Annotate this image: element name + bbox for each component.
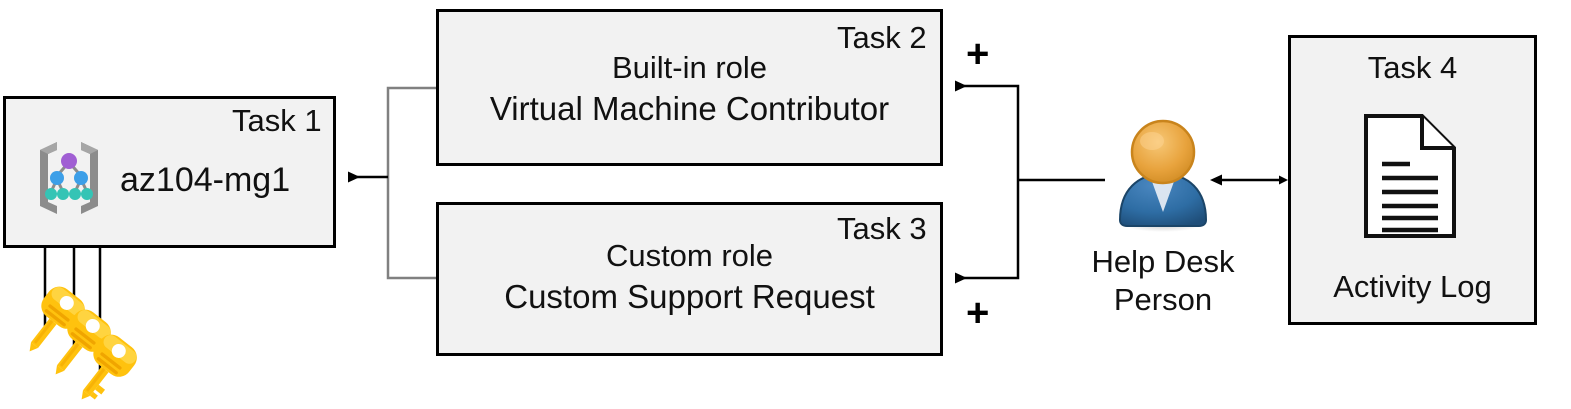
task1-badge: Task 1 [232,103,322,138]
task2-line2: Virtual Machine Contributor [489,90,890,127]
plus-bottom-icon: + [966,291,990,335]
task4-label: Activity Log [1333,269,1492,304]
task3-box[interactable] [436,202,943,356]
task2-box[interactable] [436,9,943,166]
task3-line2: Custom Support Request [504,278,875,315]
task1-label: az104-mg1 [120,161,291,199]
task1-box[interactable] [3,96,336,248]
task2-badge: Task 2 [837,20,927,55]
management-group-icon [30,136,108,220]
task4-badge: Task 4 [1367,50,1458,85]
key-icon-3 [74,330,144,409]
plus-top-icon: + [966,32,990,76]
connector-roles-to-mg [348,86,436,280]
task4-box[interactable] [1288,35,1537,325]
task2-line1: Built-in role [611,50,768,85]
task3-line1: Custom role [605,238,774,273]
person-caption-line2: Person [1113,282,1213,317]
user-icon [1104,116,1222,234]
person-caption-line1: Help Desk [1091,244,1235,279]
task3-badge: Task 3 [837,211,927,246]
document-icon [1362,112,1458,240]
